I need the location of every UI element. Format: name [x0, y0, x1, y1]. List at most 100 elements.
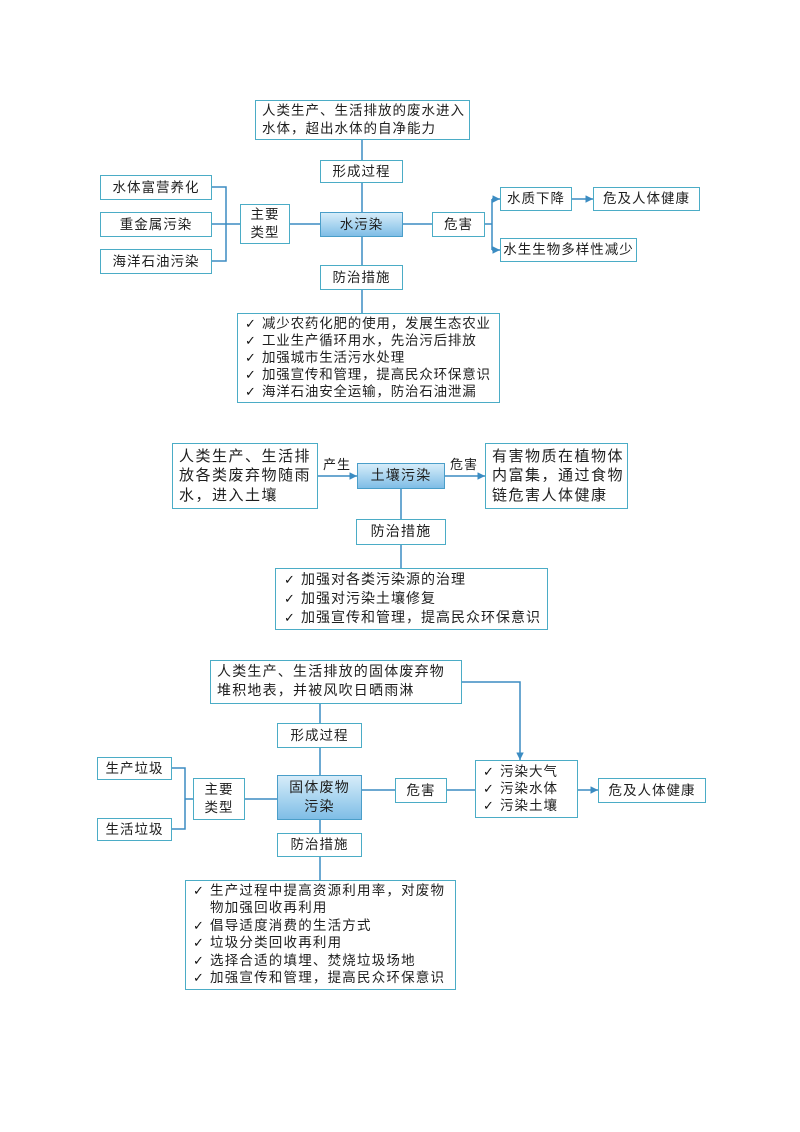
measure-item: 海洋石油安全运输，防治石油泄漏	[245, 384, 499, 401]
check-icon	[245, 316, 262, 333]
check-icon	[284, 590, 301, 609]
water-types-label: 主要 类型	[240, 204, 290, 244]
soil-measures-label: 防治措施	[356, 519, 446, 545]
water-measures-label: 防治措施	[320, 265, 403, 290]
solid-harm-result: 危及人体健康	[598, 778, 706, 803]
soil-harm-arrow-label: 危害	[450, 458, 479, 473]
measure-text: 工业生产循环用水，先治污后排放	[262, 332, 477, 349]
measure-text: 减少农药化肥的使用，发展生态农业	[262, 315, 491, 332]
measure-item: 加强对各类污染源的治理	[284, 571, 547, 590]
measure-text: 加强城市生活污水处理	[262, 349, 405, 366]
harm-text: 污染水体	[500, 780, 558, 797]
water-type-oil: 海洋石油污染	[100, 249, 212, 274]
cause-text-line: 水，进入土壤	[179, 485, 279, 504]
check-icon	[245, 367, 262, 384]
measure-text: 加强宣传和管理，提高民众环保意识	[301, 609, 541, 626]
types-label-line: 主要	[204, 782, 234, 798]
solid-waste-center-node: 固体废物 污染	[277, 775, 362, 820]
soil-measures-list: 加强对各类污染源的治理 加强对污染土壤修复 加强宣传和管理，提高民众环保意识	[275, 568, 548, 630]
check-icon	[483, 764, 500, 781]
water-formation-process-label: 形成过程	[320, 160, 403, 183]
cause-text-line: 人类生产、生活排	[179, 446, 312, 465]
check-icon	[284, 571, 301, 590]
check-icon	[245, 384, 262, 401]
measure-text: 加强宣传和管理，提高民众环保意识	[210, 970, 446, 986]
measure-text-line: 生产过程中提高资源利用率，对废物	[210, 882, 446, 899]
harm-item: 污染水体	[483, 781, 577, 798]
harm-item: 污染土壤	[483, 798, 577, 815]
check-icon	[245, 350, 262, 367]
solid-harm-label: 危害	[395, 778, 447, 803]
check-icon	[193, 883, 210, 901]
water-pollution-cause-box: 人类生产、生活排放的废水进入 水体，超出水体的自净能力	[255, 100, 470, 140]
soil-harm-box: 有害物质在植物体 内富集，通过食物 链危害人体健康	[485, 443, 628, 509]
harm-text: 污染大气	[500, 763, 558, 780]
measure-item: 加强宣传和管理，提高民众环保意识	[245, 367, 499, 384]
check-icon	[284, 609, 301, 628]
center-text-line: 固体废物	[289, 779, 350, 796]
measure-item: 选择合适的填埋、焚烧垃圾场地	[193, 953, 455, 971]
measure-text: 垃圾分类回收再利用	[210, 935, 343, 951]
water-pollution-center-node: 水污染	[320, 212, 403, 237]
soil-pollution-cause-box: 人类生产、生活排 放各类废弃物随雨 水，进入土壤	[172, 443, 318, 509]
types-label-line: 类型	[204, 800, 234, 816]
measure-item: 生产过程中提高资源利用率，对废物 物加强回收再利用	[193, 883, 455, 918]
measure-item: 加强宣传和管理，提高民众环保意识	[193, 970, 455, 988]
measure-text: 倡导适度消费的生活方式	[210, 917, 372, 934]
solid-waste-cause-box: 人类生产、生活排放的固体废弃物 堆积地表，并被风吹日晒雨淋	[210, 660, 462, 704]
measure-text: 海洋石油安全运输，防治石油泄漏	[262, 383, 477, 400]
soil-cause-arrow-label: 产生	[323, 458, 352, 473]
water-measures-list: 减少农药化肥的使用，发展生态农业 工业生产循环用水，先治污后排放 加强城市生活污…	[237, 313, 500, 403]
arrow	[462, 681, 524, 760]
measure-text: 加强对各类污染源的治理	[301, 571, 466, 588]
cause-text-line: 人类生产、生活排放的固体废弃物	[217, 664, 445, 680]
check-icon	[245, 333, 262, 350]
check-icon	[483, 781, 500, 798]
cause-text-line: 水体，超出水体的自净能力	[262, 121, 436, 137]
check-icon	[193, 953, 210, 971]
measure-item: 工业生产循环用水，先治污后排放	[245, 333, 499, 350]
harm-text: 污染土壤	[500, 797, 558, 814]
measure-item: 加强对污染土壤修复	[284, 590, 547, 609]
types-label-line: 主要	[250, 207, 280, 223]
solid-measures-label: 防治措施	[277, 833, 362, 857]
harm-text-line: 内富集，通过食物	[492, 466, 625, 485]
measure-text: 生产过程中提高资源利用率，对废物 物加强回收再利用	[210, 883, 445, 918]
measure-item: 加强宣传和管理，提高民众环保意识	[284, 609, 547, 628]
solid-measures-list: 生产过程中提高资源利用率，对废物 物加强回收再利用 倡导适度消费的生活方式 垃圾…	[185, 880, 456, 990]
types-bracket	[172, 767, 186, 830]
measure-item: 加强城市生活污水处理	[245, 350, 499, 367]
water-harm-biodiversity: 水生生物多样性减少	[500, 238, 637, 262]
water-harm-quality: 水质下降	[500, 187, 572, 211]
water-type-heavy-metal: 重金属污染	[100, 212, 212, 237]
measure-item: 减少农药化肥的使用，发展生态农业	[245, 316, 499, 333]
harm-text-line: 有害物质在植物体	[492, 446, 625, 465]
solid-type-household-waste: 生活垃圾	[97, 818, 172, 841]
cause-text-line: 人类生产、生活排放的废水进入	[262, 103, 465, 119]
water-type-eutrophication: 水体富营养化	[100, 175, 212, 200]
measure-item: 倡导适度消费的生活方式	[193, 918, 455, 936]
check-icon	[193, 918, 210, 936]
solid-type-production-waste: 生产垃圾	[97, 757, 172, 780]
harm-item: 污染大气	[483, 764, 577, 781]
measure-text-line: 物加强回收再利用	[210, 900, 328, 916]
check-icon	[483, 798, 500, 815]
measure-text: 选择合适的填埋、焚烧垃圾场地	[210, 952, 416, 969]
center-text-line: 污染	[304, 798, 335, 815]
water-harm-result: 危及人体健康	[593, 187, 700, 211]
harm-text-line: 链危害人体健康	[492, 485, 608, 504]
solid-types-label: 主要 类型	[193, 778, 245, 820]
cause-text-line: 堆积地表，并被风吹日晒雨淋	[217, 683, 415, 699]
solid-formation-process-label: 形成过程	[277, 723, 362, 748]
measure-text: 加强对污染土壤修复	[301, 590, 436, 607]
types-label-line: 类型	[250, 225, 280, 241]
solid-harms-list: 污染大气 污染水体 污染土壤	[475, 760, 578, 818]
measure-item: 垃圾分类回收再利用	[193, 935, 455, 953]
cause-text-line: 放各类废弃物随雨	[179, 466, 312, 485]
check-icon	[193, 970, 210, 988]
check-icon	[193, 935, 210, 953]
measure-text: 加强宣传和管理，提高民众环保意识	[262, 366, 491, 383]
water-harm-label: 危害	[432, 212, 485, 237]
